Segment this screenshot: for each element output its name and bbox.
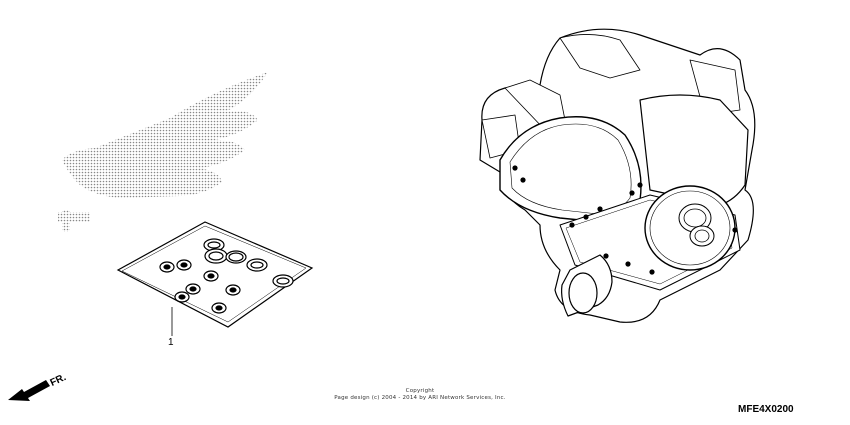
diagram-code: MFE4X0200 xyxy=(738,404,794,415)
seal-6 xyxy=(159,261,175,273)
copyright-line: Page design (c) 2004 - 2014 by ARI Netwo… xyxy=(334,395,506,401)
engine-assembly xyxy=(479,28,756,323)
seal-7 xyxy=(176,259,192,271)
front-arrow: FR. xyxy=(8,372,68,401)
callout-number: 1 xyxy=(168,337,174,348)
copyright-heading: Copyright xyxy=(405,388,435,394)
seal-4 xyxy=(246,258,268,272)
o-ring-set xyxy=(159,238,294,314)
seal-12 xyxy=(211,302,227,314)
honda-wing-logo xyxy=(58,72,268,232)
seal-5 xyxy=(272,274,294,288)
front-arrow-label: FR. xyxy=(49,372,68,389)
seal-10 xyxy=(174,291,190,303)
seal-11 xyxy=(225,284,241,296)
seal-2 xyxy=(204,248,228,264)
copyright-notice: Copyright Page design (c) 2004 - 2014 by… xyxy=(300,388,540,402)
seal-9 xyxy=(185,283,201,295)
seal-3 xyxy=(225,250,247,264)
seal-8 xyxy=(203,270,219,282)
